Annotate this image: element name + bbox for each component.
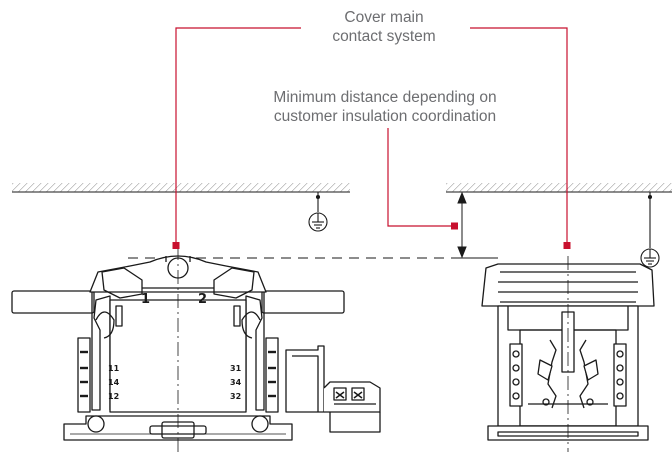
leader-lines <box>175 27 568 244</box>
ceiling-right <box>446 183 672 193</box>
leader-marker <box>563 242 571 249</box>
aux-terminal-11: 11 <box>108 364 120 373</box>
aux-terminal-12: 12 <box>108 392 119 401</box>
distance-label-line-2: customer insulation coordination <box>273 108 497 125</box>
distance-label-line-1: Minimum distance depending on <box>273 89 497 106</box>
aux-terminal-14: 14 <box>108 378 120 387</box>
minimum-distance-label: Minimum distance depending on customer i… <box>244 88 526 126</box>
aux-terminal-32: 32 <box>230 392 241 401</box>
switch-front-view <box>11 255 381 441</box>
leader-marker <box>451 222 458 230</box>
distance-dimension-arrow <box>455 191 498 259</box>
ground-symbol-icon <box>640 192 660 268</box>
switch-number-1: 1 <box>141 292 150 307</box>
switch-number-2: 2 <box>198 292 207 307</box>
cover-main-contact-label: Cover main contact system <box>310 8 458 46</box>
ceiling-left <box>12 183 350 193</box>
leader-marker <box>172 242 180 249</box>
aux-terminal-34: 34 <box>230 378 242 387</box>
cover-label-line-2: contact system <box>332 28 436 45</box>
ground-symbol-icon <box>308 192 328 232</box>
aux-terminal-31: 31 <box>230 364 242 373</box>
cover-label-line-1: Cover main <box>344 9 424 26</box>
